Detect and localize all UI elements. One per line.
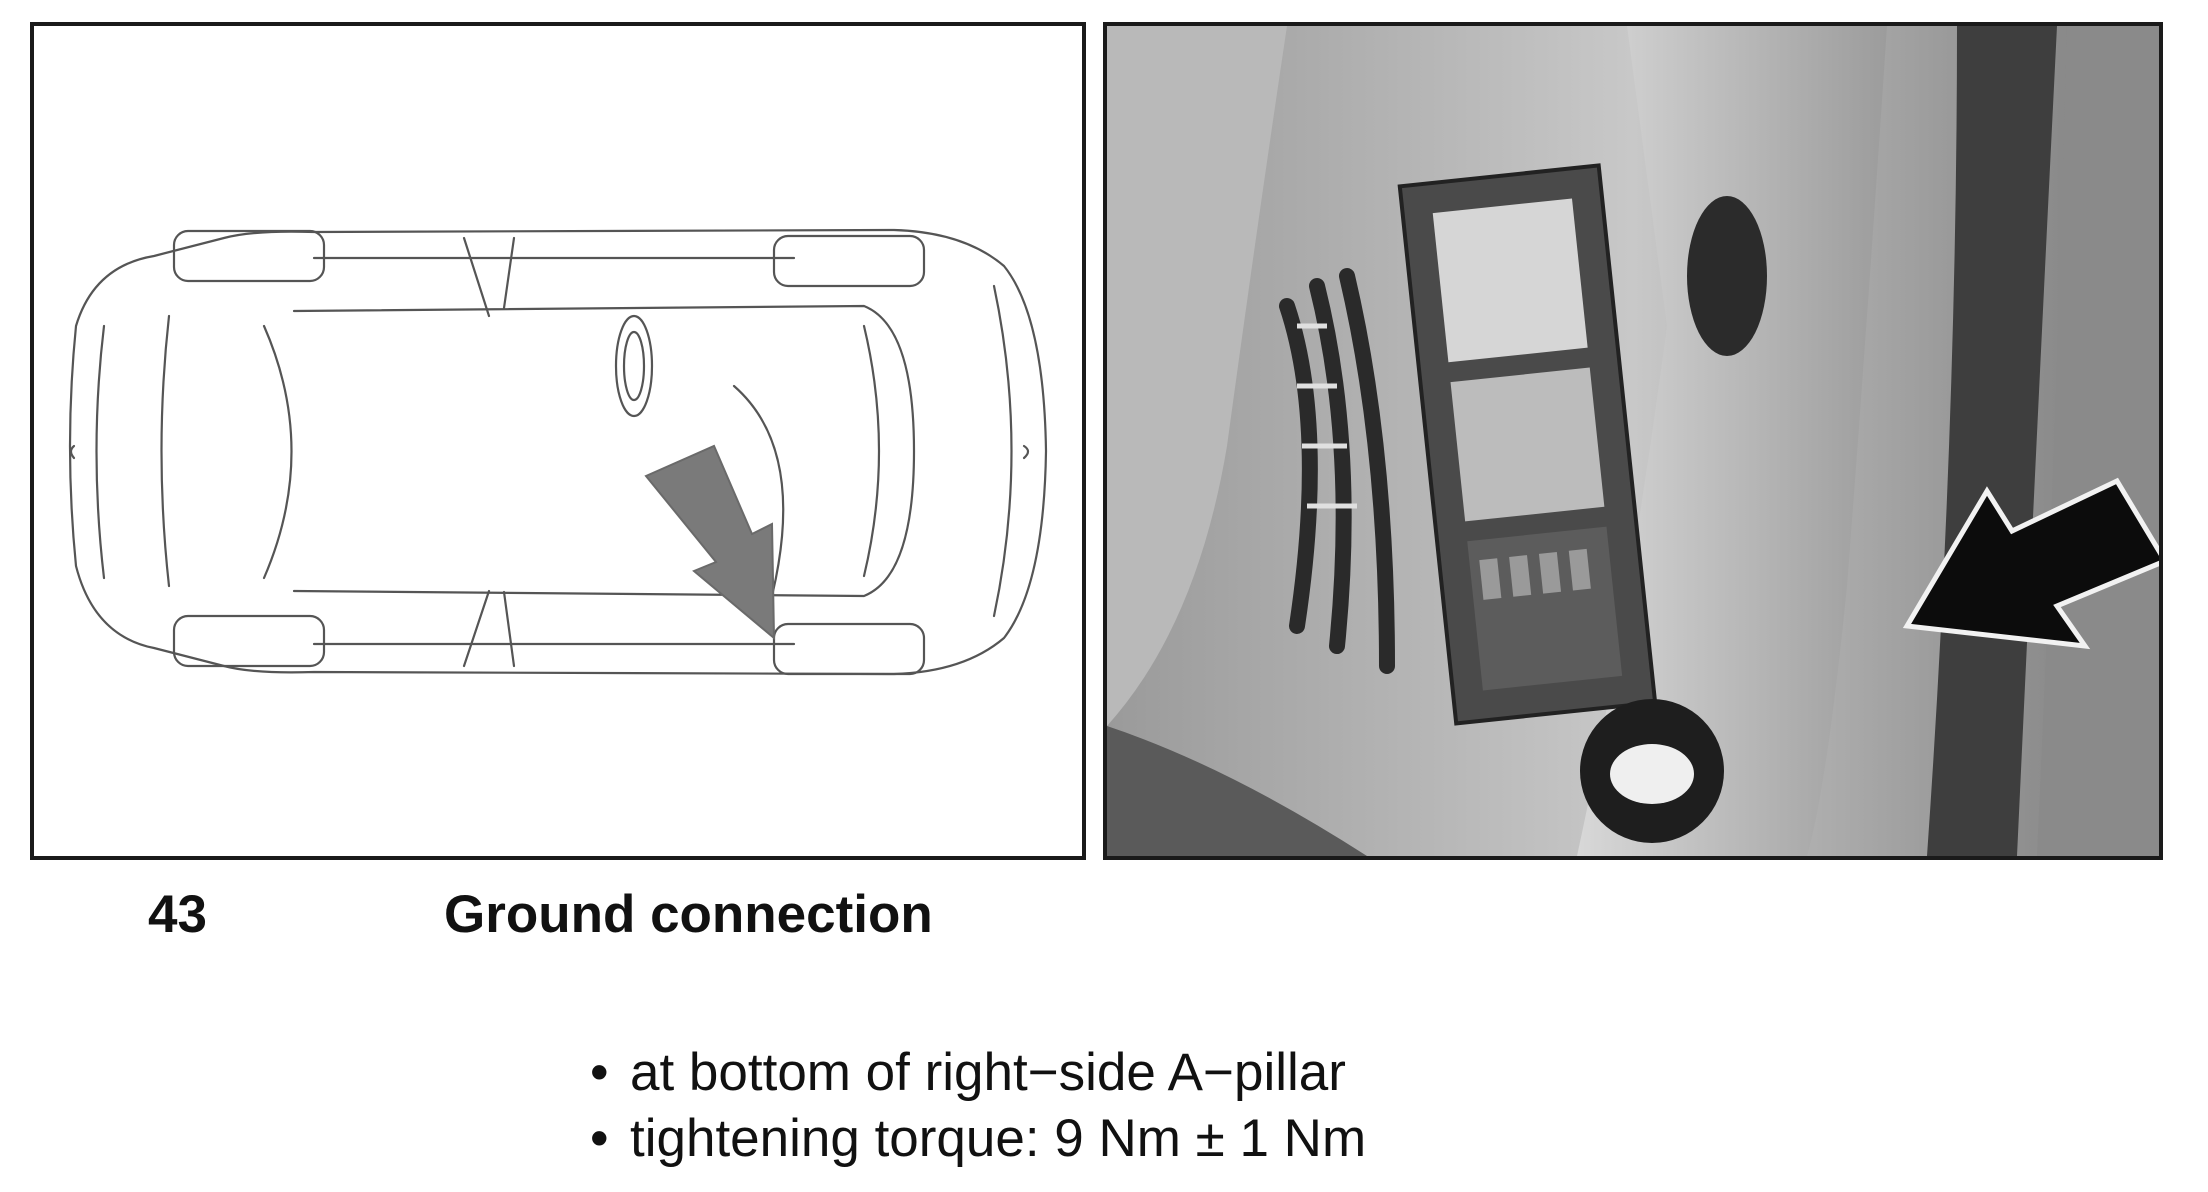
ground-point-arrow: [1902, 477, 2159, 650]
rear-end: [992, 284, 1013, 618]
roof-outline: [292, 304, 916, 598]
vehicle-diagram-panel: [30, 22, 1086, 860]
wheel-front-right: [172, 614, 326, 668]
carpet-area: [1107, 26, 1287, 726]
note-location: • at bottom of right−side A−pillar: [590, 1040, 1366, 1106]
figure-number: 43: [148, 885, 207, 944]
ground-point-photo-panel: [1103, 22, 2163, 860]
note-torque: • tightening torque: 9 Nm ± 1 Nm: [590, 1106, 1366, 1172]
windshield: [262, 324, 293, 580]
a-pillar-top: [462, 236, 491, 318]
notes-list: • at bottom of right−side A−pillar • tight…: [590, 1040, 1366, 1172]
ground-point-photo: [1107, 26, 2159, 856]
location-arrow: [644, 444, 776, 641]
b-pillar-top: [502, 236, 516, 310]
note-torque-text: tightening torque: 9 Nm ± 1 Nm: [630, 1109, 1367, 1168]
hood-line: [160, 314, 171, 588]
wheel-rear-left: [772, 234, 926, 288]
figure-title: Ground connection: [444, 885, 933, 944]
pillar-hole: [1687, 196, 1767, 356]
a-pillar-bottom: [462, 589, 491, 668]
wheel-front-left: [172, 229, 326, 283]
door-seal: [1927, 26, 2057, 856]
sunroof: [614, 314, 654, 418]
b-pillar-bottom: [502, 590, 516, 668]
rear-window: [862, 324, 881, 578]
bullet-icon: •: [590, 1109, 609, 1168]
fuse-box: [1397, 163, 1658, 726]
a-pillar-panel: [1577, 26, 1887, 856]
wheel-rear-right: [772, 622, 926, 676]
note-location-text: at bottom of right−side A−pillar: [630, 1043, 1346, 1102]
vehicle-top-view-drawing: [68, 228, 1048, 676]
bullet-icon: •: [590, 1043, 609, 1102]
car-body-outline: [68, 228, 1048, 676]
front-bumper: [95, 324, 106, 580]
